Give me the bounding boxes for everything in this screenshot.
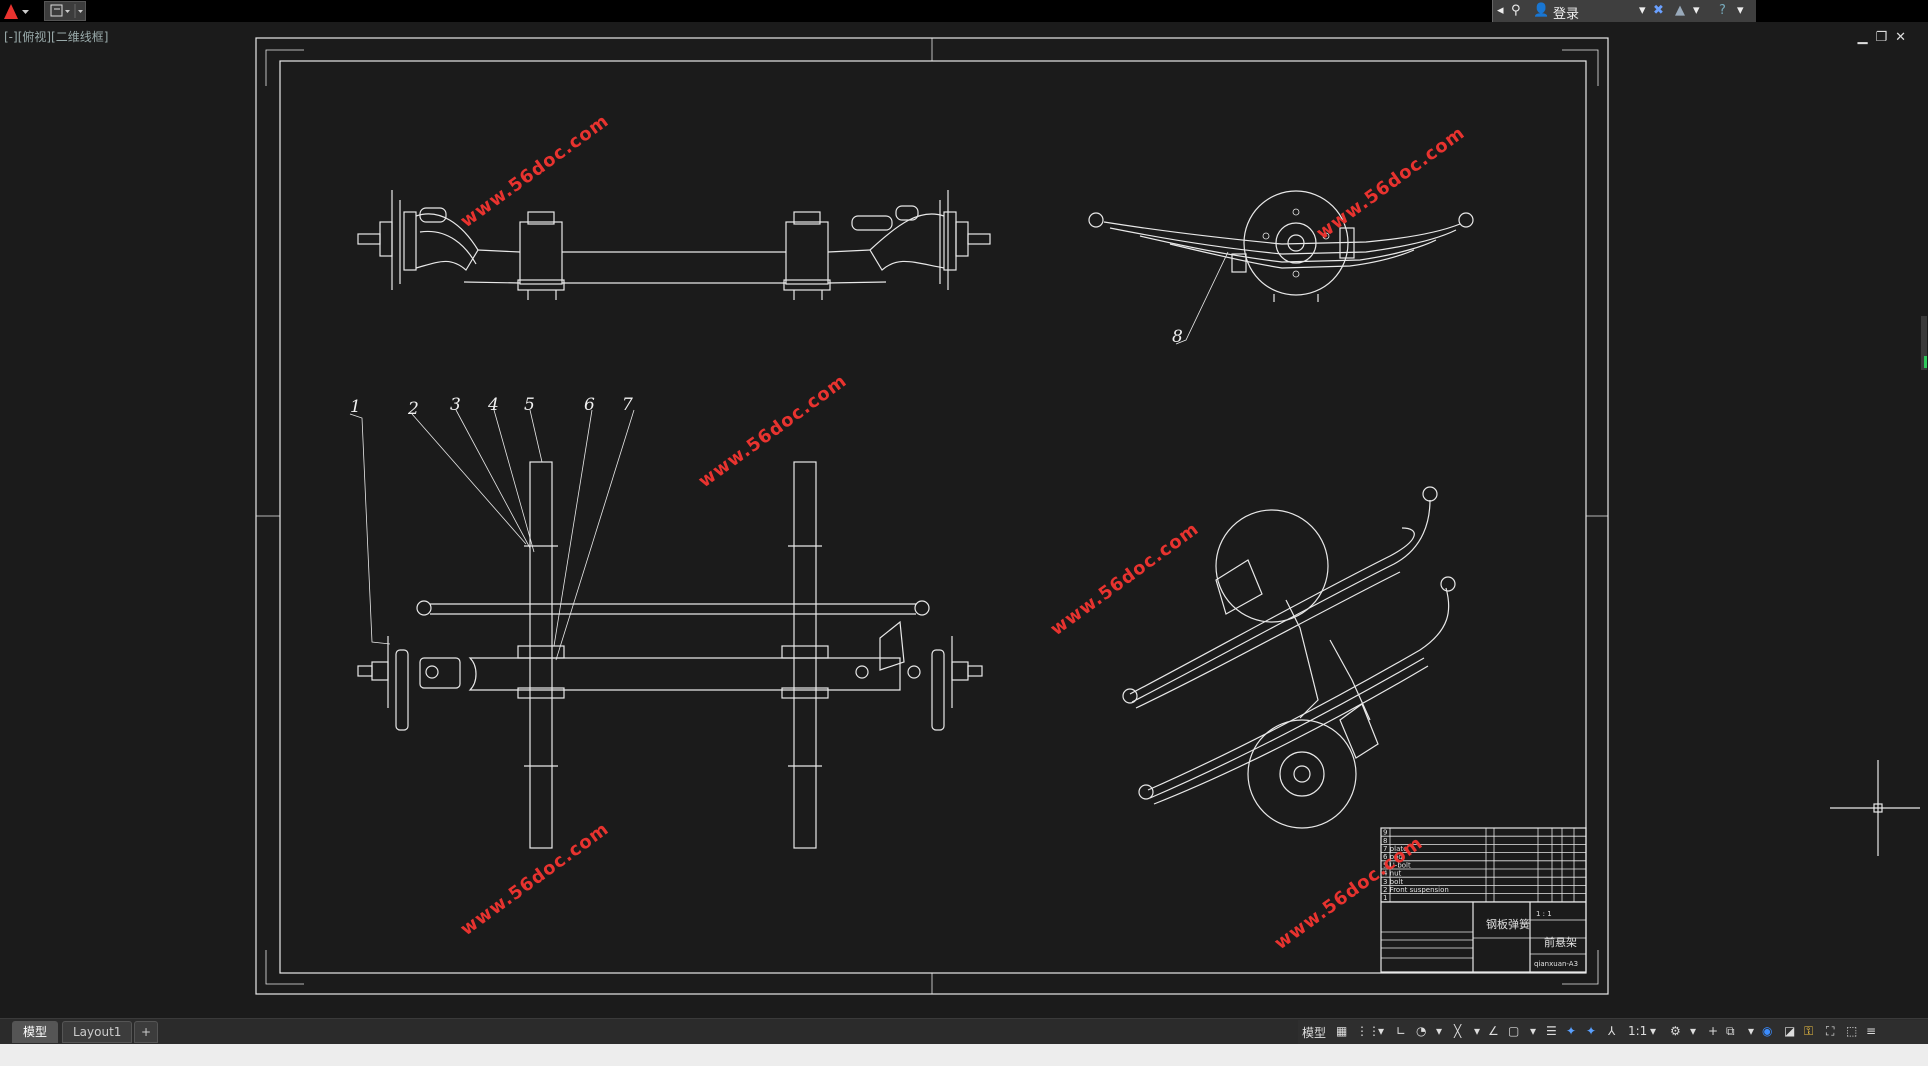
autocad-logo-icon[interactable] [2,2,32,20]
drawing-window-controls: ▁❐✕ [1857,30,1914,45]
close-button[interactable]: ✕ [1895,30,1914,45]
parts-list-row-label: 1 [1383,894,1387,902]
annotation-visibility-icon[interactable]: ✦ [1566,1024,1577,1038]
fullscreen-icon[interactable]: ⬚ [1846,1024,1858,1038]
login-button[interactable]: 登录 [1553,7,1580,22]
user-icon: 👤 [1533,3,1550,18]
axle-top-view [357,461,983,849]
collapse-left-icon[interactable]: ◂ [1497,3,1504,18]
chevron-down-icon[interactable]: ▾ [1530,1024,1537,1038]
ortho-icon[interactable]: ∟ [1396,1024,1407,1038]
quick-access-toolbar[interactable] [44,1,86,21]
customize-menu-icon[interactable]: ≡ [1866,1024,1877,1038]
scrollbar-thumb[interactable] [1921,316,1927,370]
parts-list-row-label: 5 U-bolt [1383,861,1411,869]
add-layout-button[interactable]: + [134,1021,159,1043]
watermark-text: www.56doc.com [1047,518,1204,640]
polar-icon[interactable]: ◔ [1416,1024,1427,1038]
infocenter-bar: ◂ ⚲ 👤 登录 ▾ ✖ ▲ ▾ ? ▾ [1492,0,1756,22]
balloon-4: 4 [487,395,499,415]
chevron-down-icon[interactable]: ▾ [1378,1024,1385,1038]
balloon-3: 3 [450,395,461,415]
balloon-numbers: 1 2 3 4 5 6 7 8 [350,327,1183,419]
minimize-button[interactable]: ▁ [1857,30,1876,45]
balloon-1: 1 [350,397,361,417]
parts-list-row-label: 7 plate [1383,845,1407,853]
watermark-text: www.56doc.com [457,818,614,940]
balloon-5: 5 [524,395,535,415]
isometric-view [1122,486,1456,829]
quick-access-icon [50,4,83,18]
restore-button[interactable]: ❐ [1875,30,1896,45]
parts-list-row-label: 4 nut [1383,870,1402,878]
status-bar-strip [0,1044,1928,1066]
graphics-icon[interactable]: ◪ [1784,1024,1796,1038]
parts-list-row-label: 9 [1383,829,1387,837]
chevron-down-icon[interactable]: ▾ [1436,1024,1443,1038]
parts-list-row-label: 3 bolt [1383,878,1403,886]
isolate-icon[interactable]: ⧉ [1726,1024,1735,1038]
plus-icon[interactable]: + [1708,1024,1719,1038]
chevron-down-icon[interactable]: ▾ [1690,1024,1697,1038]
clean-screen-icon[interactable]: ⛶ [1826,1024,1835,1038]
axle-front-view [357,190,991,300]
watermark-text: www.56doc.com [457,110,614,232]
leader-lines [349,251,1229,661]
drawing-canvas[interactable]: .ln { stroke:#e8e8e8; stroke-width:1.2; … [0,22,1920,1018]
title-bar: ◂ ⚲ 👤 登录 ▾ ✖ ▲ ▾ ? ▾ [0,0,1928,22]
grid-icon[interactable]: ▦ [1336,1024,1348,1038]
leaf-spring-side-view [1088,190,1474,302]
balloon-6: 6 [584,395,595,415]
scrollbar-indicator [1924,356,1927,368]
status-bar-tools: 模型 ▦ ⋮⋮ ▾ ∟ ◔ ▾ ╳ ▾ ∠ ▢ ▾ ☰ ✦ ✦ ⅄ 1:1 ▾ … [1298,1020,1928,1044]
auto-scale-icon[interactable]: ✦ [1586,1024,1597,1038]
watermark-text: www.56doc.com [695,370,852,492]
osnap-icon[interactable]: ╳ [1454,1024,1462,1038]
exchange-icon[interactable]: ✖ [1653,3,1664,18]
title-block-assembly-name: 前悬架 [1544,935,1577,949]
hardware-acceleration-icon[interactable]: ◉ [1762,1024,1773,1038]
tab-model[interactable]: 模型 [12,1021,59,1043]
annotation-scale-icon[interactable]: ⅄ [1608,1024,1616,1038]
dynamic-ucs-icon[interactable]: ▢ [1508,1024,1520,1038]
chevron-down-icon[interactable]: ▾ [1650,1024,1657,1038]
viewport-controls-label[interactable]: [-][俯视][二维线框] [4,30,109,44]
sheet-border [255,37,1609,995]
balloon-8: 8 [1172,327,1183,347]
balloon-2: 2 [407,399,419,419]
chevron-down-icon[interactable]: ▾ [1748,1024,1755,1038]
help-icon[interactable]: ? [1719,3,1726,18]
parts-list-row-label: 8 [1383,837,1387,845]
gear-icon[interactable]: ⚙ [1670,1024,1681,1038]
parts-list-row-label: 2 Front suspension [1383,886,1449,894]
crosshair-cursor [1830,760,1920,856]
chevron-down-icon[interactable]: ▾ [1639,3,1646,18]
title-block-drawing-number: qianxuan-A3 [1534,960,1578,968]
title-block-part-name: 钢板弹簧 [1486,917,1530,931]
lock-icon[interactable]: ⚿ [1804,1024,1814,1038]
tab-layout1[interactable]: Layout1 [62,1021,133,1043]
model-space-button[interactable]: 模型 [1302,1026,1327,1040]
annotation-scale-value[interactable]: 1:1 [1628,1024,1648,1038]
chevron-down-icon[interactable]: ▾ [1474,1024,1481,1038]
title-block-scale: 1 : 1 [1536,910,1552,918]
lineweight-icon[interactable]: ☰ [1546,1024,1557,1038]
watermark-text: www.56doc.com [1313,122,1470,244]
otrack-icon[interactable]: ∠ [1488,1024,1499,1038]
snap-icon[interactable]: ⋮⋮ [1356,1024,1380,1038]
a360-icon[interactable]: ▲ [1675,3,1685,18]
balloon-7: 7 [622,395,633,415]
binoculars-icon[interactable]: ⚲ [1511,3,1521,18]
parts-list-row-label: 6 pad [1383,853,1403,861]
chevron-down-icon[interactable]: ▾ [1737,3,1744,18]
chevron-down-icon[interactable]: ▾ [1693,3,1700,18]
